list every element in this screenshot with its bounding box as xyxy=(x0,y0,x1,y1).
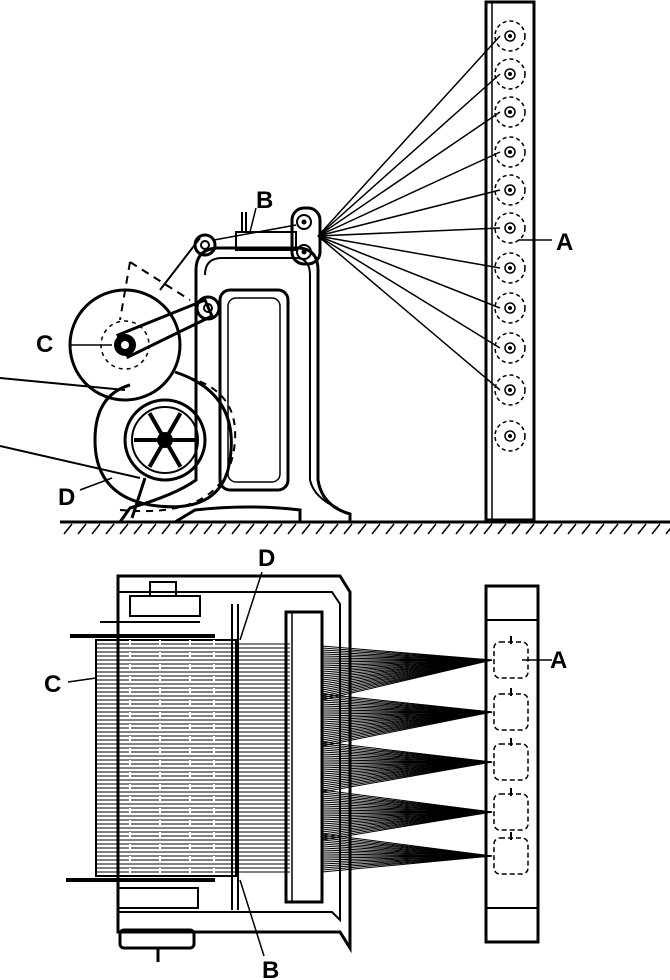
creel-bobbin-plan xyxy=(493,793,529,831)
warp-thread xyxy=(317,189,501,237)
creel-bobbin xyxy=(494,292,526,324)
creel-bobbin xyxy=(494,174,526,206)
creel-bobbin xyxy=(494,20,526,52)
creel-bobbin-plan xyxy=(493,837,529,875)
machine-frame-side xyxy=(117,206,352,524)
warp-thread xyxy=(317,35,501,237)
warp-thread xyxy=(317,235,501,269)
label-d-side: D xyxy=(58,484,75,511)
creel-bobbin xyxy=(494,58,526,90)
creel-bobbin xyxy=(494,332,526,364)
warp-thread xyxy=(317,235,501,391)
warp-thread xyxy=(317,111,501,237)
warp-threads-side xyxy=(317,35,501,391)
creel-bobbin xyxy=(494,420,526,452)
warp-beam-plan xyxy=(95,639,290,877)
label-c-plan: C xyxy=(44,671,61,698)
label-c-side: C xyxy=(36,331,53,358)
label-d-plan: D xyxy=(258,545,275,572)
warp-thread xyxy=(317,235,501,349)
label-b-side: B xyxy=(256,187,273,214)
ground-line xyxy=(60,520,670,535)
plan-view: A B C D xyxy=(44,545,567,980)
machine-frame-plan xyxy=(66,574,352,962)
creel-bobbin xyxy=(494,212,526,244)
label-b-plan: B xyxy=(262,957,279,980)
creel-frame-side xyxy=(484,0,536,522)
warp-beam-side xyxy=(68,261,214,402)
warp-thread xyxy=(317,235,501,309)
side-elevation-view: A B C D xyxy=(0,0,670,535)
creel-bobbin-plan xyxy=(493,693,529,731)
label-a-plan: A xyxy=(550,647,567,674)
label-a-side: A xyxy=(556,229,573,256)
warp-thread xyxy=(317,151,501,237)
drum-side xyxy=(0,370,237,519)
creel-bobbin xyxy=(494,136,526,168)
creel-bobbin xyxy=(494,96,526,128)
creel-bobbin xyxy=(494,252,526,284)
creel-bobbin xyxy=(494,374,526,406)
warp-thread xyxy=(317,227,501,237)
warp-thread xyxy=(317,73,501,237)
creel-frame-plan xyxy=(484,584,540,944)
warp-threads-plan xyxy=(321,645,493,873)
creel-bobbin-plan xyxy=(493,743,529,781)
